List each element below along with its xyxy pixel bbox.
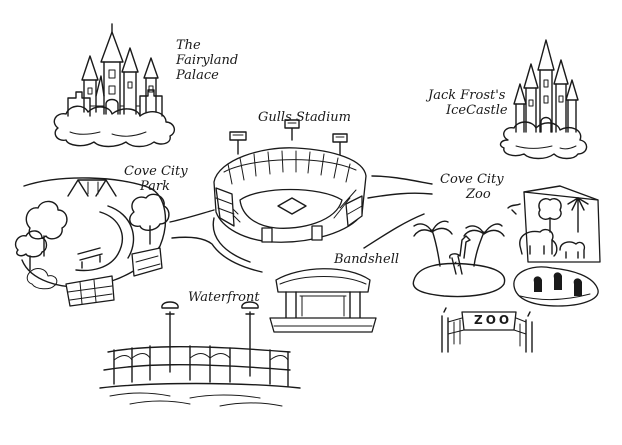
location-label-gulls-stadium: Gulls Stadium — [258, 110, 351, 125]
ice-castle-illustration — [499, 39, 588, 160]
label-line: The — [176, 38, 201, 53]
road-stadium-zoo-mid — [367, 192, 433, 199]
label-line: Bandshell — [334, 252, 400, 267]
label-line: Cove City — [124, 164, 188, 179]
label-line: Jack Frost's — [428, 88, 506, 103]
bandshell-illustration — [269, 268, 377, 333]
road-stadium-zoo-bottom — [363, 213, 425, 249]
location-label-bandshell: Bandshell — [334, 252, 399, 267]
road-park-stadium-top — [169, 209, 215, 223]
label-line: Palace — [176, 68, 219, 83]
fairyland-palace-illustration — [53, 23, 176, 148]
location-label-fairyland-palace: The Fairyland Palace — [176, 38, 238, 83]
location-label-ice-castle: Jack Frost's IceCastle — [428, 88, 508, 118]
label-line: IceCastle — [446, 103, 508, 118]
road-park-stadium-bottom — [171, 236, 263, 273]
label-line: Gulls Stadium — [258, 110, 351, 125]
road-stadium-inner — [212, 217, 251, 263]
roads — [169, 175, 433, 273]
label-line: Park — [140, 179, 171, 194]
label-line: Zoo — [466, 187, 491, 202]
zoo-illustration — [412, 185, 601, 353]
location-label-waterfront: Waterfront — [188, 290, 260, 305]
label-line: Cove City — [440, 172, 504, 187]
stadium-illustration — [213, 119, 367, 243]
park-illustration — [14, 177, 170, 307]
label-line: Fairyland — [176, 53, 239, 68]
zoo-gate-sign: ZOO — [474, 313, 513, 327]
label-line: Waterfront — [188, 290, 260, 305]
location-label-cove-city-zoo: Cove City Zoo — [440, 172, 504, 202]
location-label-cove-city-park: Cove City Park — [124, 164, 188, 194]
road-stadium-zoo-top — [371, 175, 433, 185]
waterfront-illustration — [99, 301, 301, 407]
